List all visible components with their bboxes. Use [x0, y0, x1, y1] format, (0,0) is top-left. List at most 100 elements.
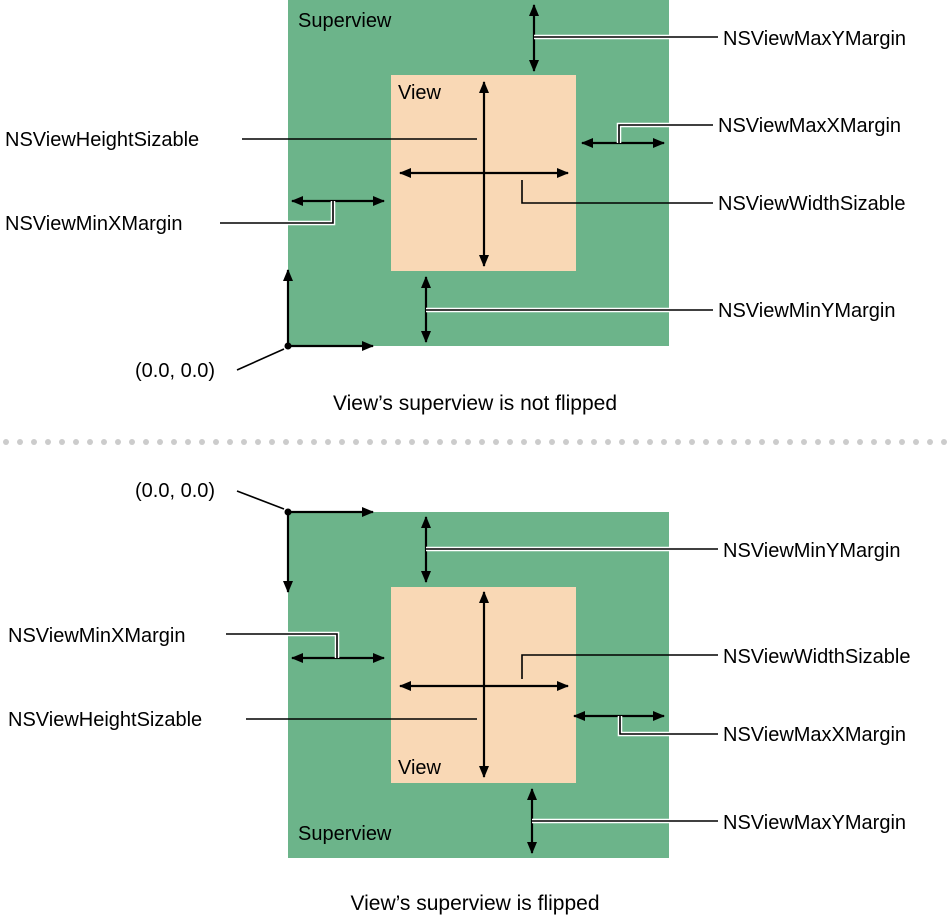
top-panel: Superview View NSViewMaxYMargin NSViewMa… — [5, 0, 906, 415]
separator-dot — [255, 439, 261, 445]
separator-dot — [353, 439, 359, 445]
separator-dot — [227, 439, 233, 445]
separator-dot — [31, 439, 37, 445]
separator-dot — [297, 439, 303, 445]
separator-dot — [185, 439, 191, 445]
separator-dot — [941, 439, 947, 445]
separator-dot — [129, 439, 135, 445]
separator-dot — [367, 439, 373, 445]
separator-dot — [591, 439, 597, 445]
bottom-origin-leader — [236, 490, 285, 510]
separator-dot — [871, 439, 877, 445]
separator-dot — [465, 439, 471, 445]
separator-dot — [633, 439, 639, 445]
bottom-origin-label: (0.0, 0.0) — [135, 480, 215, 502]
separator-dot — [73, 439, 79, 445]
dotted-separator — [3, 439, 947, 445]
separator-dot — [115, 439, 121, 445]
separator-dot — [675, 439, 681, 445]
separator-dot — [787, 439, 793, 445]
bottom-label-max-x-margin: NSViewMaxXMargin — [723, 724, 906, 746]
separator-dot — [661, 439, 667, 445]
separator-dot — [507, 439, 513, 445]
separator-dot — [241, 439, 247, 445]
top-origin-label: (0.0, 0.0) — [135, 360, 215, 382]
bottom-label-min-x-margin: NSViewMinXMargin — [8, 625, 185, 647]
top-view-label: View — [398, 82, 442, 104]
separator-dot — [423, 439, 429, 445]
bottom-superview-label: Superview — [298, 823, 392, 845]
separator-dot — [87, 439, 93, 445]
separator-dot — [45, 439, 51, 445]
top-label-min-x-margin: NSViewMinXMargin — [5, 213, 182, 235]
top-label-width-sizable: NSViewWidthSizable — [718, 193, 906, 215]
bottom-max-x-leader — [619, 716, 718, 735]
bottom-min-x-leader — [226, 633, 338, 658]
separator-dot — [759, 439, 765, 445]
bottom-label-max-y-margin: NSViewMaxYMargin — [723, 812, 906, 834]
separator-dot — [17, 439, 23, 445]
separator-dot — [535, 439, 541, 445]
separator-dot — [381, 439, 387, 445]
separator-dot — [213, 439, 219, 445]
top-caption: View’s superview is not flipped — [333, 392, 617, 415]
separator-dot — [269, 439, 275, 445]
separator-dot — [843, 439, 849, 445]
bottom-label-height-sizable: NSViewHeightSizable — [8, 709, 202, 731]
top-width-leader — [521, 180, 713, 204]
separator-dot — [157, 439, 163, 445]
separator-dot — [493, 439, 499, 445]
separator-dot — [3, 439, 9, 445]
bottom-label-width-sizable: NSViewWidthSizable — [723, 646, 911, 668]
bottom-panel: Superview View (0.0, 0.0) NSViewMinYMarg… — [8, 480, 911, 915]
top-label-max-y-margin: NSViewMaxYMargin — [723, 28, 906, 50]
separator-dot — [395, 439, 401, 445]
separator-dot — [703, 439, 709, 445]
separator-dot — [619, 439, 625, 445]
separator-dot — [647, 439, 653, 445]
separator-dot — [339, 439, 345, 445]
separator-dot — [409, 439, 415, 445]
separator-dot — [801, 439, 807, 445]
separator-dot — [171, 439, 177, 445]
separator-dot — [731, 439, 737, 445]
bottom-label-min-y-margin: NSViewMinYMargin — [723, 540, 900, 562]
top-label-max-x-margin: NSViewMaxXMargin — [718, 115, 901, 137]
separator-dot — [773, 439, 779, 445]
top-superview-label: Superview — [298, 10, 392, 32]
separator-dot — [815, 439, 821, 445]
top-origin-leader — [236, 348, 285, 371]
top-label-height-sizable: NSViewHeightSizable — [5, 129, 199, 151]
separator-dot — [325, 439, 331, 445]
bottom-origin-dot — [284, 508, 292, 516]
separator-dot — [927, 439, 933, 445]
separator-dot — [549, 439, 555, 445]
separator-dot — [857, 439, 863, 445]
separator-dot — [605, 439, 611, 445]
separator-dot — [451, 439, 457, 445]
separator-dot — [913, 439, 919, 445]
separator-dot — [199, 439, 205, 445]
top-min-x-leader — [220, 201, 334, 224]
separator-dot — [745, 439, 751, 445]
separator-dot — [143, 439, 149, 445]
separator-dot — [521, 439, 527, 445]
separator-dot — [829, 439, 835, 445]
bottom-caption: View’s superview is flipped — [350, 892, 599, 915]
separator-dot — [563, 439, 569, 445]
separator-dot — [885, 439, 891, 445]
separator-dot — [717, 439, 723, 445]
bottom-width-leader — [521, 654, 718, 679]
top-label-min-y-margin: NSViewMinYMargin — [718, 300, 895, 322]
top-max-x-leader — [618, 124, 713, 143]
separator-dot — [283, 439, 289, 445]
separator-dot — [689, 439, 695, 445]
separator-dot — [437, 439, 443, 445]
separator-dot — [577, 439, 583, 445]
separator-dot — [899, 439, 905, 445]
separator-dot — [311, 439, 317, 445]
top-origin-dot — [284, 342, 292, 350]
separator-dot — [101, 439, 107, 445]
separator-dot — [59, 439, 65, 445]
